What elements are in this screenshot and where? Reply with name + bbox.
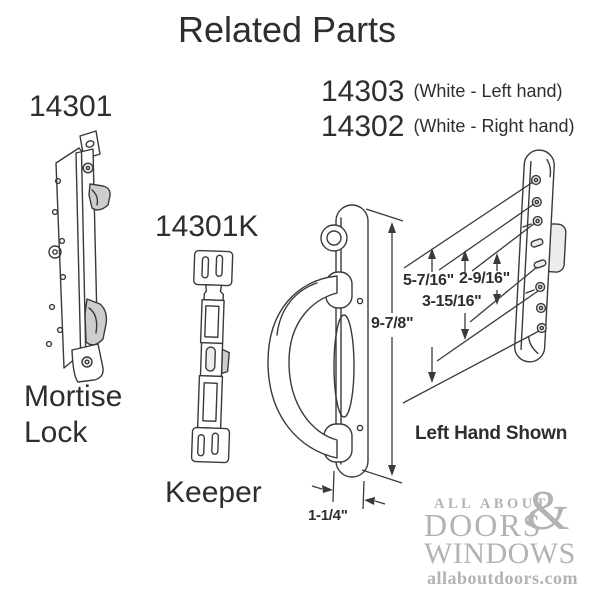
watermark-windows: WINDOWS xyxy=(424,537,576,570)
part-row-14302: 14302 (White - Right hand) xyxy=(321,110,575,144)
dim-spacing-mid: 3-15/16" xyxy=(422,293,482,310)
part-row-14303: 14303 (White - Left hand) xyxy=(321,75,563,109)
dim-spacing-outer: 5-7/16" xyxy=(403,272,454,289)
part-note-14303: (White - Left hand) xyxy=(413,80,563,101)
watermark-logo: ALL ABOUT & DOORS WINDOWS allaboutdoors.… xyxy=(424,480,596,595)
part-number-14301K: 14301K xyxy=(155,210,259,243)
left-hand-shown-label: Left Hand Shown xyxy=(415,423,568,444)
part-number-14302: 14302 xyxy=(321,110,405,143)
keeper-caption: Keeper xyxy=(165,476,262,509)
dim-plate-width: 1-1/4" xyxy=(308,507,348,524)
watermark-doors: DOORS xyxy=(424,507,543,543)
keeper-drawing xyxy=(190,249,234,464)
watermark-all-about: ALL ABOUT xyxy=(434,496,549,512)
handle-front-drawing xyxy=(267,204,369,478)
dim-plate-height: 9-7/8" xyxy=(371,315,414,332)
screw-column xyxy=(522,174,547,334)
mortise-lock-caption: Mortise Lock xyxy=(24,379,122,451)
mortise-caption-line1: Mortise xyxy=(24,380,123,413)
mortise-caption-line2: Lock xyxy=(24,416,88,449)
handle-back-drawing xyxy=(513,149,567,363)
dimension-lines xyxy=(311,181,540,510)
watermark-url: allaboutdoors.com xyxy=(427,568,579,588)
page-title: Related Parts xyxy=(177,9,397,50)
part-number-14303: 14303 xyxy=(321,75,405,108)
dim-spacing-inner: 2-9/16" xyxy=(459,270,510,287)
watermark-ampersand: & xyxy=(526,480,570,542)
mortise-lock-drawing xyxy=(45,130,111,383)
part-note-14302: (White - Right hand) xyxy=(413,115,575,136)
part-number-14301: 14301 xyxy=(29,90,113,123)
